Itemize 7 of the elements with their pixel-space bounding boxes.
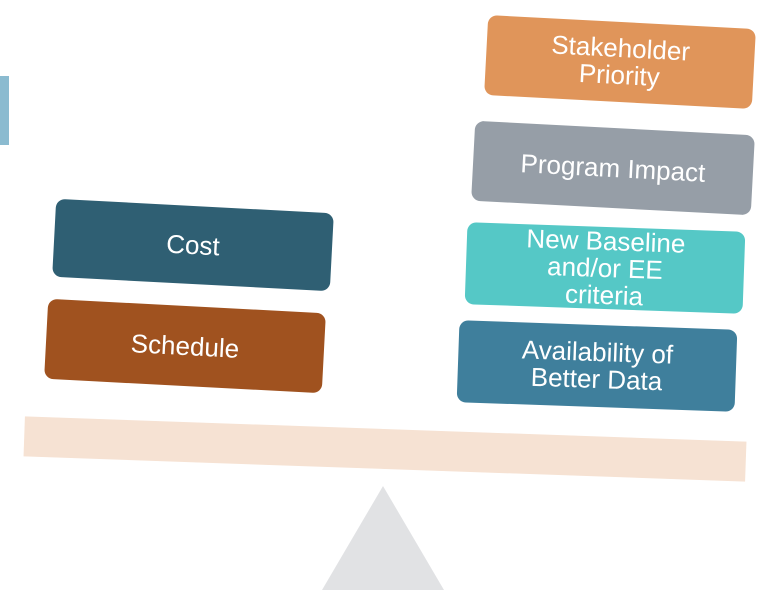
factor-box: Cost [52, 198, 334, 292]
fulcrum-triangle [322, 486, 444, 590]
factor-box: Program Impact [471, 120, 755, 216]
factor-box: Availability of Better Data [456, 320, 738, 412]
factor-box: Stakeholder Priority [484, 15, 756, 109]
factor-box: New Baseline and/or EE criteria [464, 222, 746, 314]
factor-box: Schedule [44, 298, 326, 394]
